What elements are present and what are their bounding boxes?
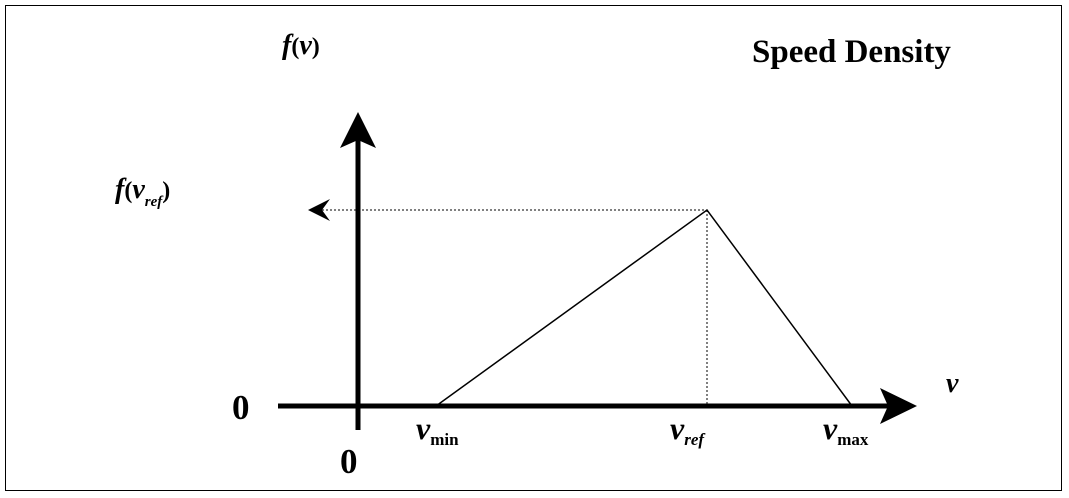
v-min-var: v [416,410,431,446]
y-axis-label-open: ( [291,34,300,60]
v-max-label: vmax [823,410,869,449]
origin-y-zero: 0 [232,388,250,427]
v-min-sub: min [430,430,459,449]
y-axis-label: f(v) [282,30,320,62]
f-vref-label-var: v [132,174,145,205]
v-ref-var: v [670,410,685,446]
v-min-label: vmin [416,410,459,449]
f-vref-label: f(vref) [115,174,171,210]
f-vref-label-sub: ref [144,194,163,210]
diagram-title: Speed Density [752,34,951,70]
diagram-frame [5,5,1062,491]
y-axis-arrowhead [340,112,376,148]
density-triangle [435,208,853,407]
f-vref-label-open: ( [124,178,133,204]
v-max-sub: max [837,430,869,449]
y-axis-label-close: ) [311,34,320,60]
v-max-var: v [823,410,838,446]
x-axis-arrowhead [880,388,917,424]
f-vref-label-f: f [115,174,125,205]
origin-x-zero: 0 [340,442,358,481]
y-axis-label-f: f [282,30,292,61]
f-vref-label-close: ) [162,178,171,204]
y-axis-label-var: v [299,30,312,61]
v-ref-sub: ref [684,430,705,449]
x-axis-label: v [946,368,959,399]
v-ref-label: vref [670,410,705,449]
f-vref-arrowhead [308,199,330,221]
